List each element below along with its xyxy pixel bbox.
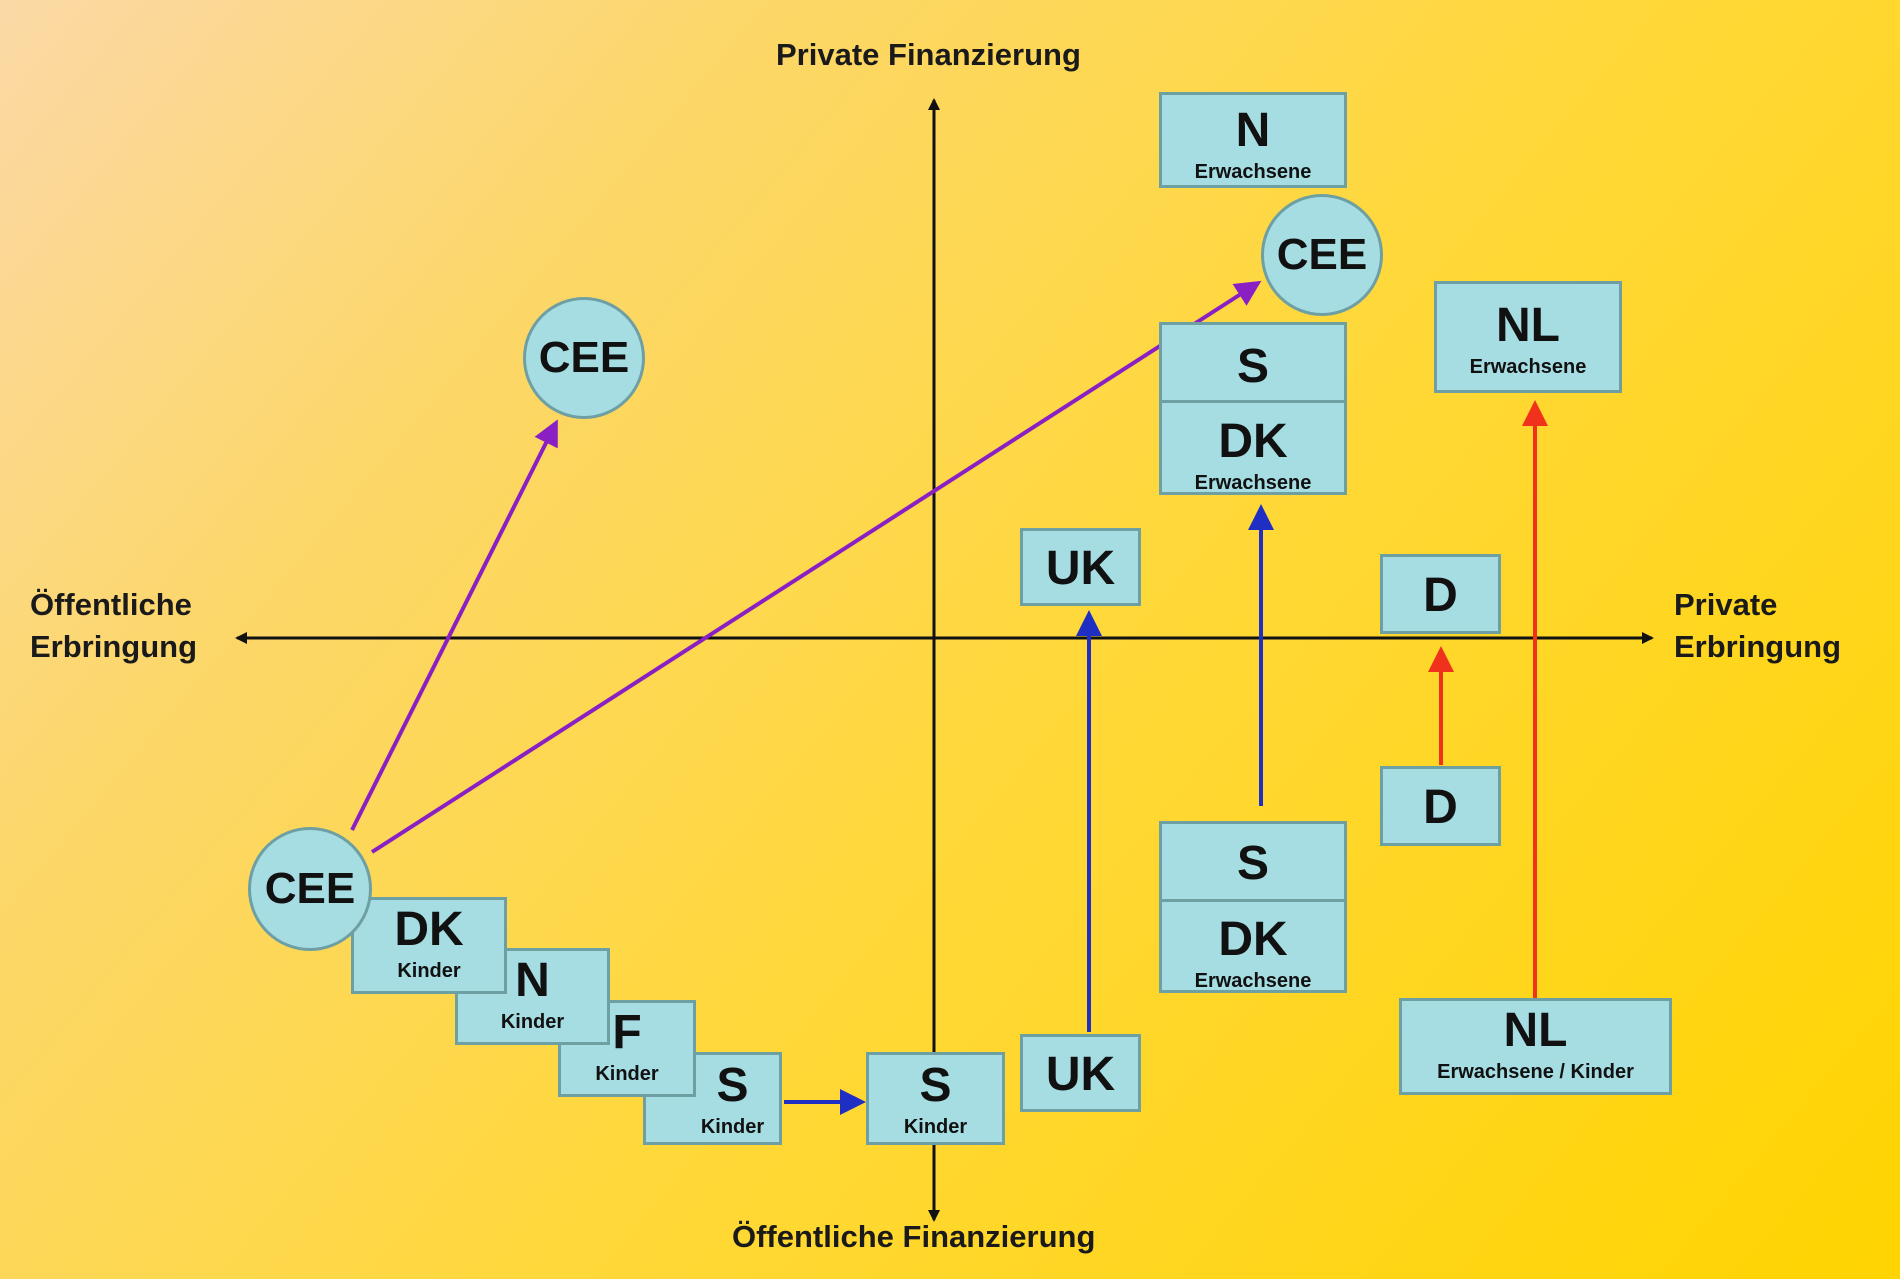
box-divider bbox=[1162, 400, 1344, 403]
purple-arrow-to-cee-right bbox=[370, 280, 1262, 854]
cee-circle-top-left: CEE bbox=[523, 297, 645, 419]
box-s-dk-adults-bottom-label1: S bbox=[1236, 837, 1269, 890]
box-s-dk-adults-bottom-sub: Erwachsene bbox=[1194, 970, 1312, 992]
box-s-dk-adults-top-sub: Erwachsene bbox=[1194, 472, 1312, 494]
cee-circle-top-right: CEE bbox=[1261, 194, 1383, 316]
box-d-bottom-label: D bbox=[1423, 781, 1458, 834]
axis-label-right: Private Erbringung bbox=[1674, 584, 1841, 668]
box-s-kids-left-label: S bbox=[716, 1059, 749, 1112]
box-dk-kids-sub: Kinder bbox=[397, 960, 461, 982]
box-dk-kids: DK Kinder bbox=[351, 897, 507, 994]
box-d-top-label: D bbox=[1423, 569, 1458, 622]
axis-label-left-line2: Erbringung bbox=[30, 628, 198, 664]
box-s-kids-center-label: S bbox=[919, 1059, 952, 1112]
box-uk-bottom-label: UK bbox=[1045, 1048, 1116, 1101]
box-nl-adults: NL Erwachsene bbox=[1434, 281, 1622, 393]
box-nl-adults-label: NL bbox=[1496, 299, 1560, 352]
purple-arrow-to-cee-left bbox=[350, 419, 558, 831]
axis-label-left-line1: Öffentliche bbox=[30, 587, 192, 622]
box-uk-top-label: UK bbox=[1045, 542, 1116, 595]
box-uk-top: UK bbox=[1020, 528, 1141, 606]
cee-circle-origin: CEE bbox=[248, 827, 372, 951]
box-nl-adults-sub: Erwachsene bbox=[1469, 356, 1587, 378]
box-s-dk-adults-top: S DK Erwachsene bbox=[1159, 322, 1347, 495]
box-nl-mixed-sub: Erwachsene / Kinder bbox=[1437, 1061, 1634, 1083]
box-d-top: D bbox=[1380, 554, 1501, 634]
box-n-adults-sub: Erwachsene bbox=[1194, 161, 1312, 183]
box-s-kids-center-sub: Kinder bbox=[903, 1116, 968, 1138]
box-s-dk-adults-top-label2: DK bbox=[1218, 415, 1288, 468]
axis-label-bottom: Öffentliche Finanzierung bbox=[732, 1219, 1096, 1254]
box-dk-kids-label: DK bbox=[394, 903, 464, 956]
box-n-adults-label: N bbox=[1235, 104, 1271, 157]
box-s-dk-adults-bottom-label2: DK bbox=[1218, 913, 1288, 966]
box-nl-mixed: NL Erwachsene / Kinder bbox=[1399, 998, 1672, 1095]
box-d-bottom: D bbox=[1380, 766, 1501, 846]
axis-label-left: Öffentliche Erbringung bbox=[30, 584, 197, 668]
axis-label-top: Private Finanzierung bbox=[776, 37, 1081, 72]
box-nl-mixed-label: NL bbox=[1503, 1004, 1568, 1057]
axis-label-right-line1: Private bbox=[1674, 587, 1778, 622]
box-n-kids-sub: Kinder bbox=[500, 1011, 565, 1033]
box-s-kids-left-sub: Kinder bbox=[700, 1116, 765, 1138]
box-n-kids-label: N bbox=[515, 954, 550, 1007]
box-f-kids-label: F bbox=[612, 1006, 642, 1059]
box-n-adults: N Erwachsene bbox=[1159, 92, 1347, 188]
box-uk-bottom: UK bbox=[1020, 1034, 1141, 1112]
box-s-kids-center: S Kinder bbox=[866, 1052, 1005, 1145]
box-s-dk-adults-top-label1: S bbox=[1236, 340, 1269, 393]
axis-label-right-line2: Erbringung bbox=[1674, 628, 1842, 664]
box-divider bbox=[1162, 899, 1344, 902]
box-f-kids-sub: Kinder bbox=[595, 1063, 659, 1085]
box-s-dk-adults-bottom: S DK Erwachsene bbox=[1159, 821, 1347, 993]
